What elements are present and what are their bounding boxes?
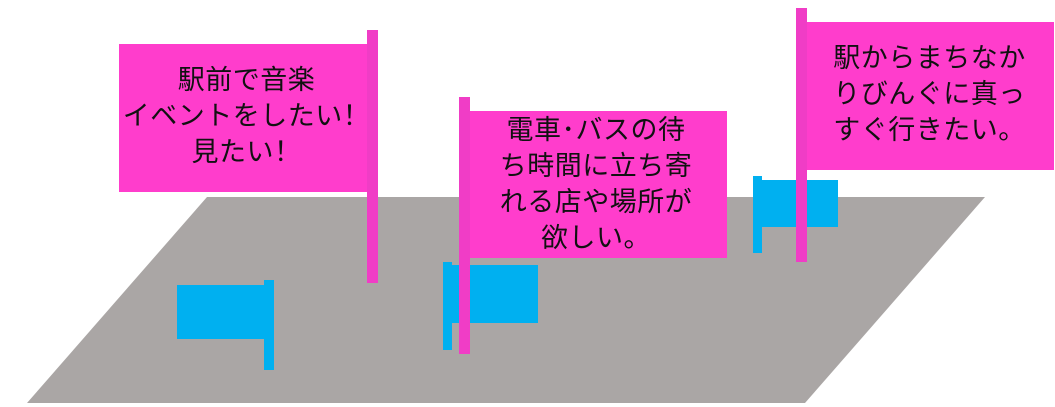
blue-flag-right-pole [753,176,762,253]
pink-flag-2-cloth [462,111,727,258]
pink-flag-3 [796,8,1054,262]
blue-flag-left [177,280,274,370]
blue-flag-left-cloth [177,285,270,339]
pink-flag-1-cloth [119,44,374,192]
pink-flag-3-pole [796,8,807,262]
blue-flag-middle-pole [443,262,452,350]
blue-flag-left-pole [264,280,274,370]
pink-flag-2 [459,97,727,354]
pink-flag-1-pole [367,30,378,283]
pink-flag-3-cloth [800,22,1054,170]
pink-flag-2-pole [459,97,470,354]
pink-flag-1 [119,30,378,283]
